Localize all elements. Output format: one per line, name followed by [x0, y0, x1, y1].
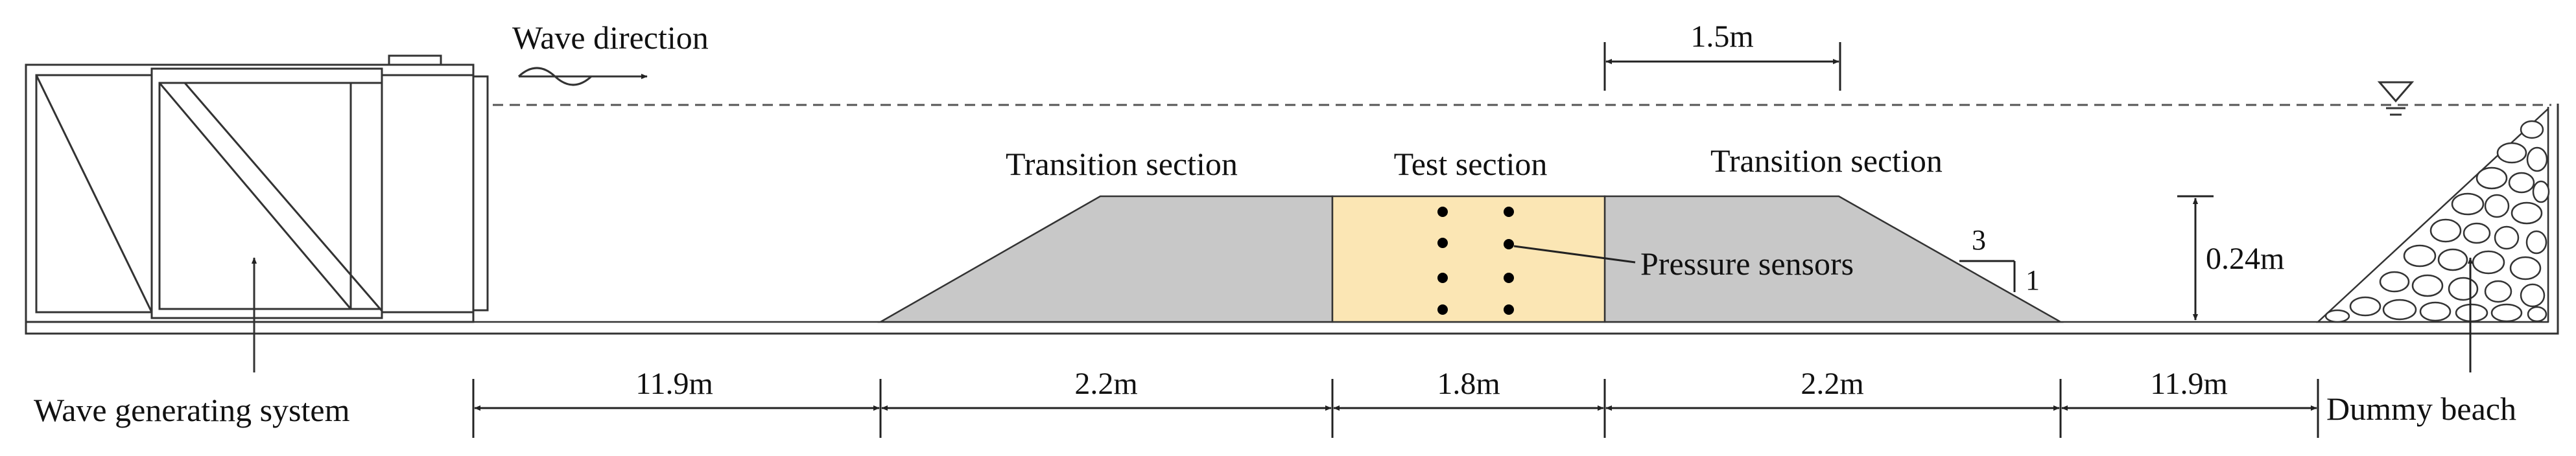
- len-downstream-label: 11.9m: [2150, 367, 2228, 401]
- slope-rise-label: 1: [2026, 264, 2040, 296]
- len-test-label: 1.8m: [1437, 367, 1500, 401]
- wave-maker: [25, 54, 489, 372]
- pressure-sensor: [1504, 304, 1514, 315]
- transition-right-label: Transition section: [1710, 142, 1943, 179]
- depth-dimension: [2177, 195, 2214, 321]
- spacing-dimension: [1603, 42, 1841, 91]
- length-dimension-chain: [472, 379, 2319, 438]
- pressure-sensor: [1437, 273, 1448, 283]
- pressure-sensor: [1437, 304, 1448, 315]
- dummy-beach: [2315, 107, 2550, 323]
- pressure-sensor: [1504, 207, 1514, 217]
- transition-left-label: Transition section: [1006, 146, 1238, 182]
- pressure-sensor: [1437, 207, 1448, 217]
- slope-run-label: 3: [1972, 224, 1986, 256]
- pressure-sensor-leader: [1513, 245, 1636, 264]
- wave-direction-label: Wave direction: [512, 19, 709, 56]
- len-transition-right-label: 2.2m: [1801, 367, 1863, 401]
- wave-direction-icon: [517, 67, 648, 86]
- pressure-sensor-group: [1437, 207, 1514, 315]
- pressure-sensor: [1504, 239, 1514, 249]
- dummy-beach-label: Dummy beach: [2326, 391, 2516, 427]
- pressure-sensor: [1437, 238, 1448, 248]
- depth-label: 0.24m: [2206, 242, 2284, 276]
- test-section: [1331, 195, 1606, 323]
- spacing-label: 1.5m: [1690, 19, 1753, 54]
- test-section-label: Test section: [1394, 146, 1548, 182]
- pressure-sensors-label: Pressure sensors: [1640, 245, 1854, 282]
- wave-generating-system-label: Wave generating system: [34, 392, 350, 428]
- still-water-level-icon: [2377, 81, 2415, 116]
- transition-section-left: [877, 195, 1334, 323]
- pressure-sensor: [1504, 273, 1514, 283]
- len-upstream-label: 11.9m: [635, 367, 713, 401]
- len-transition-left-label: 2.2m: [1074, 367, 1137, 401]
- slope-indicator: [1959, 260, 2016, 292]
